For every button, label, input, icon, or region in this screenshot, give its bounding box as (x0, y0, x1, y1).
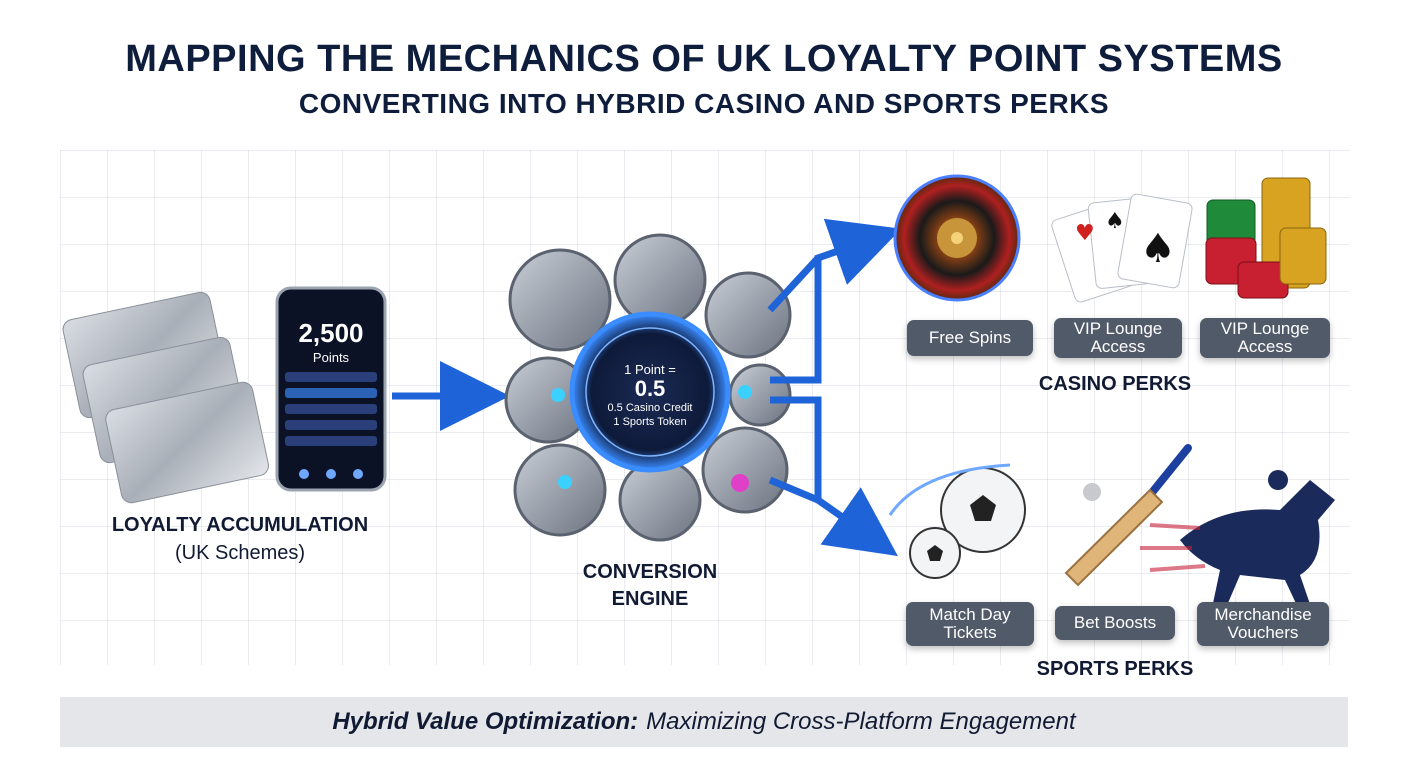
arrow-to-casino (770, 218, 902, 384)
engine-rate-value: 0.5 (634, 376, 666, 401)
playing-cards-icon: ♥ ♠ ♠ (1051, 193, 1193, 303)
engine-label-line1: CONVERSION (582, 561, 718, 583)
casino-perk-free-spins: Free Spins (907, 320, 1033, 356)
casino-perk-vip-lounge-2: VIP Lounge Access (1200, 318, 1330, 358)
phone-points-value: 2,500 (298, 318, 364, 348)
svg-text:♠: ♠ (1105, 209, 1125, 234)
conversion-engine-icon (504, 233, 792, 542)
footer-banner: Hybrid Value Optimization: Maximizing Cr… (60, 697, 1348, 747)
casino-perk-vip-lounge-1: VIP Lounge Access (1054, 318, 1182, 358)
banner-bold-text: Hybrid Value Optimization: (332, 708, 639, 735)
svg-text:♠: ♠ (1140, 226, 1176, 272)
banner-text: Maximizing Cross-Platform Engagement (646, 708, 1076, 735)
sports-perks-heading: SPORTS PERKS (1036, 658, 1194, 680)
football-icon (888, 463, 1026, 579)
arrow-to-sports (770, 396, 898, 557)
sports-perk-match-day-tickets: Match Day Tickets (906, 602, 1034, 646)
phone-icon (275, 286, 387, 492)
phone-points-unit: Points (312, 350, 350, 365)
engine-rate-sports: 1 Sports Token (613, 416, 687, 428)
cricket-bat-icon (1064, 444, 1192, 587)
loyalty-label: LOYALTY ACCUMULATION (111, 514, 369, 536)
engine-label-line2: ENGINE (611, 588, 689, 610)
loyalty-sublabel: (UK Schemes) (174, 542, 306, 564)
engine-rate-casino: 0.5 Casino Credit (607, 402, 693, 414)
svg-text:♥: ♥ (1075, 221, 1095, 246)
roulette-wheel-icon (893, 174, 1021, 302)
page-title: MAPPING THE MECHANICS OF UK LOYALTY POIN… (125, 38, 1283, 80)
casino-chips-icon (1205, 177, 1327, 299)
loyalty-cards-icon (62, 291, 269, 504)
sports-perk-bet-boosts: Bet Boosts (1055, 606, 1175, 640)
page-subtitle: CONVERTING INTO HYBRID CASINO AND SPORTS… (298, 88, 1110, 119)
casino-perks-heading: CASINO PERKS (1038, 373, 1192, 395)
horse-racing-icon (1140, 470, 1335, 612)
engine-rate-line1: 1 Point = (624, 362, 676, 377)
sports-perk-merchandise-vouchers: Merchandise Vouchers (1197, 602, 1329, 646)
